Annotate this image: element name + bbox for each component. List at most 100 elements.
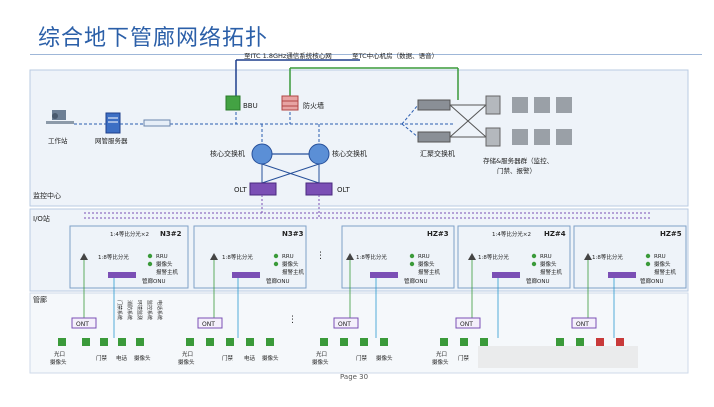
zone-name-n3-2: N3#2 [160,230,182,238]
uplink-label-right: 至TC中心机房（数据、语音） [352,51,438,60]
bottom-label-1a: 光口 [54,350,65,358]
endpoint-device-icons [58,338,584,346]
bbu-icon [225,95,241,111]
splitter-icon-hz-5 [584,253,592,260]
legend-onu: 管廊ONU [142,277,165,285]
legend-onu: 管廊ONU [404,277,427,285]
ont-label-2: ONT [202,321,215,328]
ont-boxes [71,317,597,329]
zone-legend-hz-3: RRU 摄像头 报警主机 管廊ONU [404,254,441,285]
storage-label-1: 存储&服务器群（监控、 [483,156,553,165]
olt-right-label: OLT [337,186,350,194]
bottom-label-2b: 摄像头 [178,358,195,366]
bottom-label-3c: 门禁 [356,354,368,362]
storage-server-group-top [485,95,572,115]
mesh-2 [449,104,487,138]
agg-switch-bottom-icon [417,131,451,143]
bottom-label-1b: 摄像头 [50,358,67,366]
bottom-label-4a: 光口 [436,350,447,358]
bottom-label-2e: 电话 [244,354,256,362]
ont-label-3: ONT [338,321,351,328]
bbu-label: BBU [243,102,258,110]
olt-right-icon [305,182,333,196]
splitter-icon-hz-4 [468,253,476,260]
zone-onu-hz-3 [370,272,398,278]
agg-link-1 [401,104,419,125]
bottom-label-3a: 光口 [316,350,327,358]
zone-onu-n3-3 [232,272,260,278]
zone-device-icons [147,253,651,267]
legend-camera: 摄像头 [540,260,557,268]
bottom-label-1e: 电话 [116,354,128,362]
zone-splitter-mid-n3-3: 1:8等比分光 [222,253,253,261]
agg-switch-top-icon [417,99,451,111]
core-switch-right-label: 核心交换机 [332,149,367,158]
ont-label-4: ONT [460,321,473,328]
storage-label-2: 门禁、报警） [497,166,536,175]
legend-rru: RRU [418,254,430,260]
legend-alarm: 报警主机 [156,268,179,276]
legend-onu: 管廊ONU [640,277,663,285]
legend-alarm: 报警主机 [282,268,305,276]
vlabel-1: 门禁系统 [116,300,123,320]
pipe-gallery-label: 管廊 [33,295,47,304]
zone-name-hz-3: HZ#3 [427,230,449,238]
redacted-area [478,346,638,368]
title-divider [30,54,702,55]
workstation-label: 工作站 [48,136,68,145]
zone-name-hz-5: HZ#5 [660,230,682,238]
vlabel-3: 环境监测 [136,300,143,320]
access-switch-icon [143,119,171,127]
bottom-label-3b: 摄像头 [312,358,329,366]
bottom-label-3f: 摄像头 [376,354,393,362]
legend-rru: RRU [156,254,168,260]
zone-splitter-top-n3-2: 1:4等比分光×2 [110,230,149,238]
io-station-zone [29,208,689,292]
gallery-blue-lines [113,278,615,338]
zone-splitter-mid-n3-2: 1:8等比分光 [98,253,129,261]
workstation-icon [46,110,74,124]
monitoring-center-zone [29,69,689,207]
io-station-label: I/O站 [33,214,50,223]
splitter-icon-n3-3 [210,253,218,260]
gallery-ellipsis: ⋮ [288,315,297,325]
legend-alarm: 报警主机 [540,268,563,276]
ont-label-5: ONT [576,321,589,328]
zone-legend-hz-4: RRU 摄像头 报警主机 管廊ONU [526,254,563,285]
legend-rru: RRU [282,254,294,260]
bottom-label-4c: 门禁 [458,354,470,362]
legend-camera: 摄像头 [282,260,299,268]
zone-splitter-mid-hz-5: 1:8等比分光 [592,253,623,261]
vlabel-4: 监控系统 [146,300,153,320]
core-switch-left-label: 核心交换机 [210,149,245,158]
bottom-label-2c: 门禁 [222,354,234,362]
bottom-label-1f: 摄像头 [134,354,151,362]
firewall-icon [281,95,299,111]
bottom-label-2a: 光口 [182,350,193,358]
zone-box-n3-2 [69,225,189,289]
bottom-label-2f: 摄像头 [262,354,279,362]
zone-legend-n3-3: RRU 摄像头 报警主机 管廊ONU [266,254,305,285]
vlabel-5: 电话系统 [156,300,163,320]
legend-alarm: 报警主机 [418,268,441,276]
olt-left-icon [249,182,277,196]
page-number: Page 30 [340,373,369,381]
firewall-label: 防火墙 [303,101,324,110]
cross-link-2 [261,163,320,184]
legend-onu: 管廊ONU [526,277,549,285]
zone-splitter-mid-hz-3: 1:8等比分光 [356,253,387,261]
zone-onu-hz-4 [492,272,520,278]
vlabel-2: 消防系统 [126,300,133,320]
zone-box-hz-5 [573,225,687,289]
alarm-device-icons [596,338,624,346]
legend-onu: 管廊ONU [266,277,289,285]
bottom-label-4b: 摄像头 [432,358,449,366]
legend-rru: RRU [540,254,552,260]
monitoring-center-label: 监控中心 [33,191,61,200]
zone-splitter-mid-hz-4: 1:8等比分光 [478,253,509,261]
zone-splitter-top-hz-4: 1:4等比分光×2 [492,230,531,238]
ont-label-1: ONT [76,321,89,328]
olt-left-label: OLT [234,186,247,194]
splitter-icon-hz-3 [346,253,354,260]
